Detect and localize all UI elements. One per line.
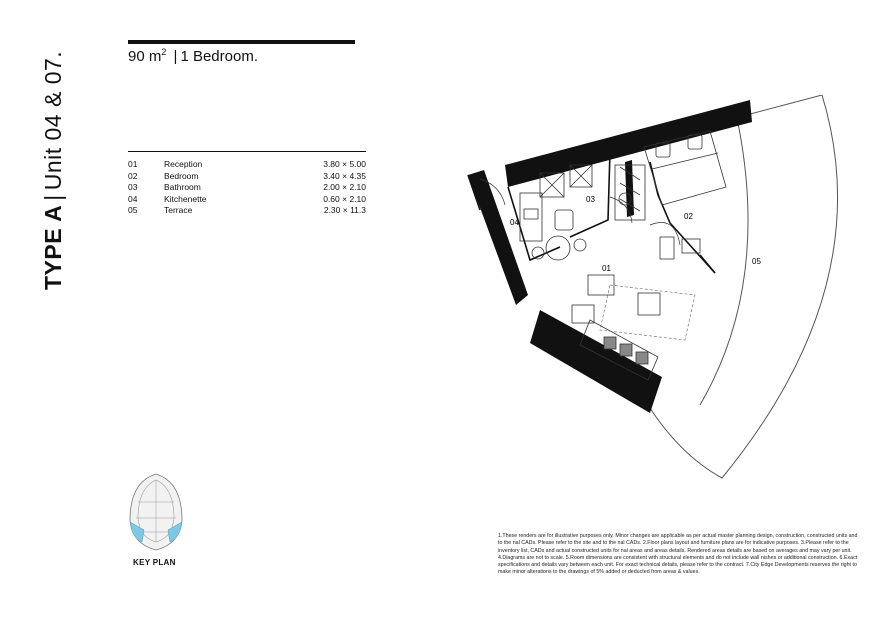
title-separator: | (40, 194, 66, 201)
plan-label-reception: 01 (602, 264, 611, 273)
room-name: Kitchenette (164, 193, 207, 204)
room-row: 02 Bedroom 3.40 × 4.35 (128, 171, 366, 183)
type-label: TYPE A (40, 204, 66, 290)
key-plan-label: KEY PLAN (133, 558, 176, 567)
room-number: 05 (128, 205, 138, 215)
title-rule (128, 40, 355, 44)
area-summary: 90 m2 |1 Bedroom. (128, 47, 258, 65)
room-row: 01 Reception 3.80 × 5.00 (128, 159, 366, 171)
dining-set (531, 235, 587, 261)
summary-separator: | (173, 48, 178, 65)
room-dimensions: 3.80 × 5.00 (323, 159, 366, 169)
unit-label: Unit 04 & 07. (40, 50, 66, 191)
terrace-outline (609, 95, 839, 479)
room-number: 02 (128, 170, 138, 181)
disclaimer-notes: 1.These renders are for illustrative pur… (498, 533, 858, 576)
room-number: 03 (128, 182, 138, 192)
rooms-rule (128, 151, 366, 152)
room-row: 05 Terrace 2.30 × 11.3 (128, 205, 366, 217)
room-number: 01 (128, 159, 138, 169)
bed (643, 130, 727, 206)
room-name: Bedroom (164, 170, 199, 181)
room-dimensions: 2.30 × 11.3 (323, 205, 366, 215)
unit-type-title: TYPE A | Unit 04 & 07. (40, 51, 67, 290)
plan-label-terrace: 05 (752, 257, 761, 266)
armchair (571, 274, 661, 324)
sofa (579, 319, 659, 381)
plan-label-bedroom: 02 (684, 212, 693, 221)
room-name: Bathroom (164, 182, 201, 192)
floor-plan: 04 03 02 01 05 (467, 95, 839, 479)
desk (659, 236, 701, 260)
room-row: 04 Kitchenette 0.60 × 2.10 (128, 194, 366, 206)
room-number: 04 (128, 193, 138, 204)
room-dimensions: 3.40 × 4.35 (323, 170, 366, 181)
bedroom-count: 1 Bedroom. (180, 48, 258, 65)
fixtures (519, 164, 646, 242)
area-value: 90 m (128, 48, 162, 65)
key-plan-diagram (129, 473, 183, 551)
door-swing (479, 178, 681, 246)
room-dimensions: 0.60 × 2.10 (323, 193, 366, 204)
plan-label-kitchenette: 04 (510, 218, 519, 227)
room-name: Reception (164, 159, 203, 169)
plan-label-bathroom: 03 (586, 195, 595, 204)
area-unit-sup: 2 (161, 47, 167, 57)
wall (468, 100, 752, 413)
room-dimensions: 2.00 × 2.10 (323, 182, 366, 192)
room-schedule: 01 Reception 3.80 × 5.00 02 Bedroom 3.40 × 4… (128, 159, 366, 217)
room-row: 03 Bathroom 2.00 × 2.10 (128, 182, 366, 194)
room-name: Terrace (164, 205, 193, 215)
rug (599, 284, 696, 341)
